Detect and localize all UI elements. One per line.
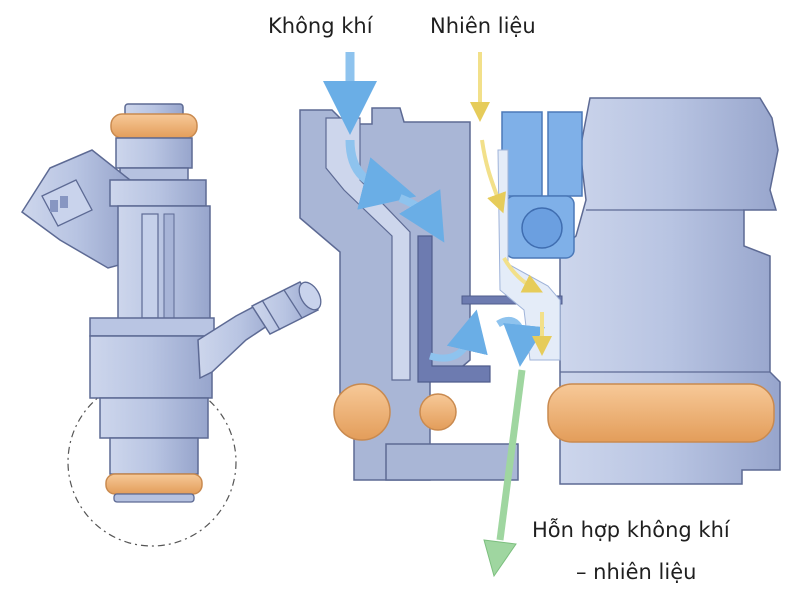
valve-ball [521,207,563,249]
fuel-flow [470,52,552,356]
mixture-label-line2: – nhiên liệu [576,560,697,584]
small-o-ring [419,393,457,431]
right-o-ring [547,383,775,443]
mixture-label-line1: Hỗn hợp không khí [532,518,730,542]
valve-stem [501,111,543,197]
top-o-ring [110,113,198,139]
injector-cross-section [299,52,781,578]
injector-exterior [20,103,322,547]
mixture-flow [483,369,526,578]
air-flow [323,52,545,367]
left-o-ring [333,383,391,441]
air-label: Không khí [268,14,373,38]
fuel-label: Nhiên liệu [430,14,536,38]
bottom-o-ring [105,473,203,495]
